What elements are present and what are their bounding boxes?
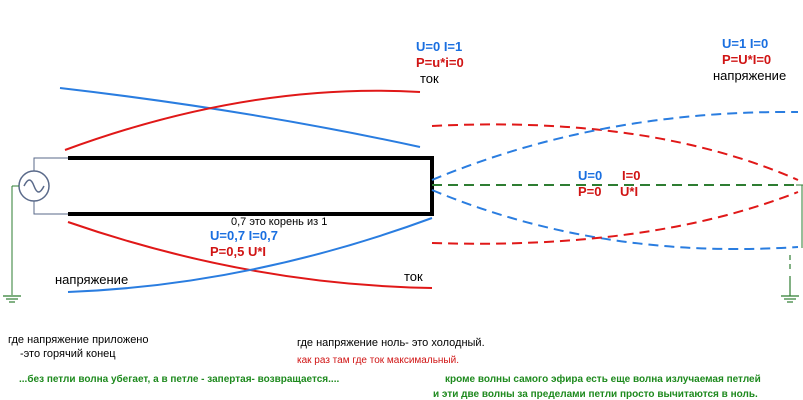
current-curve-top [64, 89, 421, 151]
ground-right-icon [781, 184, 803, 303]
ground-left-icon [3, 185, 21, 303]
current-dashed-top [431, 123, 799, 181]
top-p-label: P=u*i=0 [416, 55, 464, 70]
voltage-dashed-top [431, 110, 799, 181]
mid-i-label: I=0 [622, 168, 640, 183]
green-note-right-1: кроме волны самого эфира есть еще волна … [445, 373, 761, 385]
cold-end-note: где напряжение ноль- это холодный. [297, 337, 485, 349]
right-voltage-label: напряжение [713, 68, 786, 83]
right-ui-label: U=1 I=0 [722, 36, 768, 51]
current-dashed-bottom [431, 191, 799, 245]
loop-wire [68, 156, 434, 216]
green-note-left: ...без петли волна убегает, а в петле - … [19, 373, 339, 385]
voltage-curve-top [59, 87, 421, 148]
cold-reason-note: как раз там где ток максимальный. [297, 355, 459, 366]
ac-source-icon [18, 157, 68, 215]
bottom-tok-label: ток [404, 269, 423, 284]
green-note-right-2: и эти две волны за пределами петли прост… [433, 389, 758, 400]
mid-ui-label: U*I [620, 184, 638, 199]
voltage-dashed-bottom [431, 189, 799, 251]
hot-end-line-1: где напряжение приложено [8, 334, 149, 346]
hot-end-line-2: -это горячий конец [20, 348, 116, 360]
mid-u-label: U=0 [578, 168, 602, 183]
lower-p-label: P=0,5 U*I [210, 244, 266, 259]
right-p-label: P=U*I=0 [722, 52, 771, 67]
mid-p-label: P=0 [578, 184, 602, 199]
root-note: 0,7 это корень из 1 [231, 216, 327, 228]
lower-ui-label: U=0,7 I=0,7 [210, 228, 278, 243]
top-ui-label: U=0 I=1 [416, 39, 462, 54]
left-voltage-label: напряжение [55, 272, 128, 287]
voltage-curve-bottom [67, 217, 433, 293]
top-tok-label: ток [420, 71, 439, 86]
